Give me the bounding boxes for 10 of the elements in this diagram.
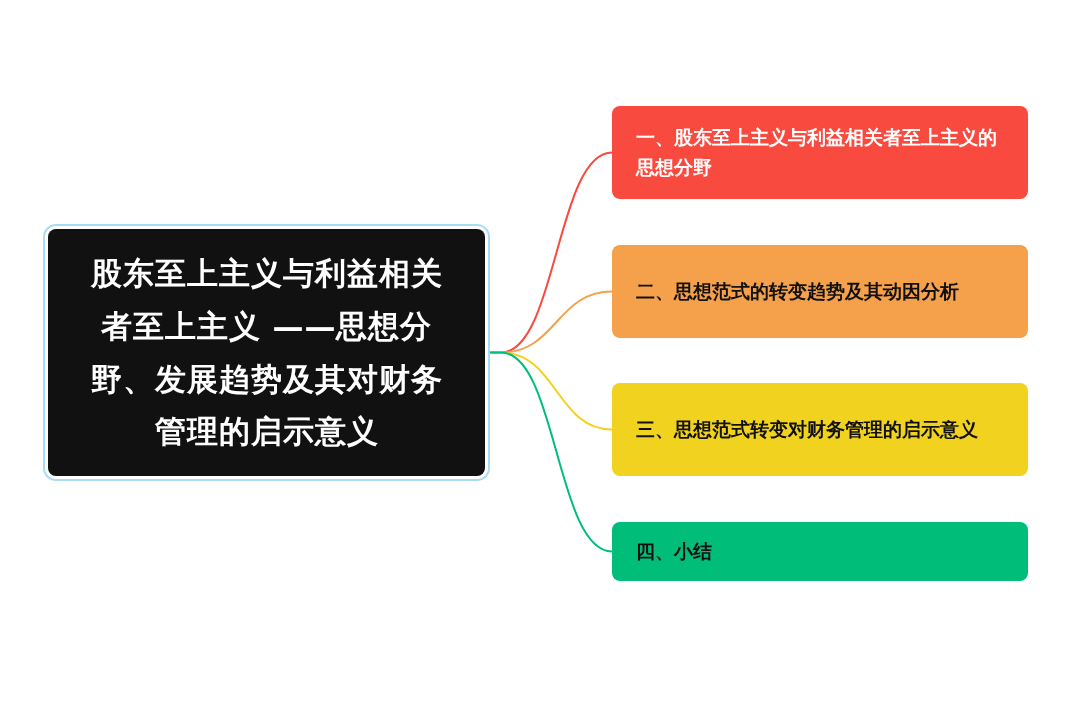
topic-title: 股东至上主义与利益相关者至上主义 ——思想分野、发展趋势及其对财务管理的启示意义 — [89, 254, 444, 452]
branch-title: 一、股东至上主义与利益相关者至上主义的思想分野 — [636, 125, 998, 180]
connector-line — [487, 351, 613, 553]
branch-title: 二、思想范式的转变趋势及其动因分析 — [636, 278, 959, 304]
branch-box — [612, 245, 1028, 338]
branch-title: 三、思想范式转变对财务管理的启示意义 — [636, 416, 978, 442]
branch-box — [612, 383, 1028, 476]
branch-box — [612, 522, 1028, 581]
branch-box — [612, 106, 1028, 199]
branch-title: 四、小结 — [636, 538, 712, 564]
